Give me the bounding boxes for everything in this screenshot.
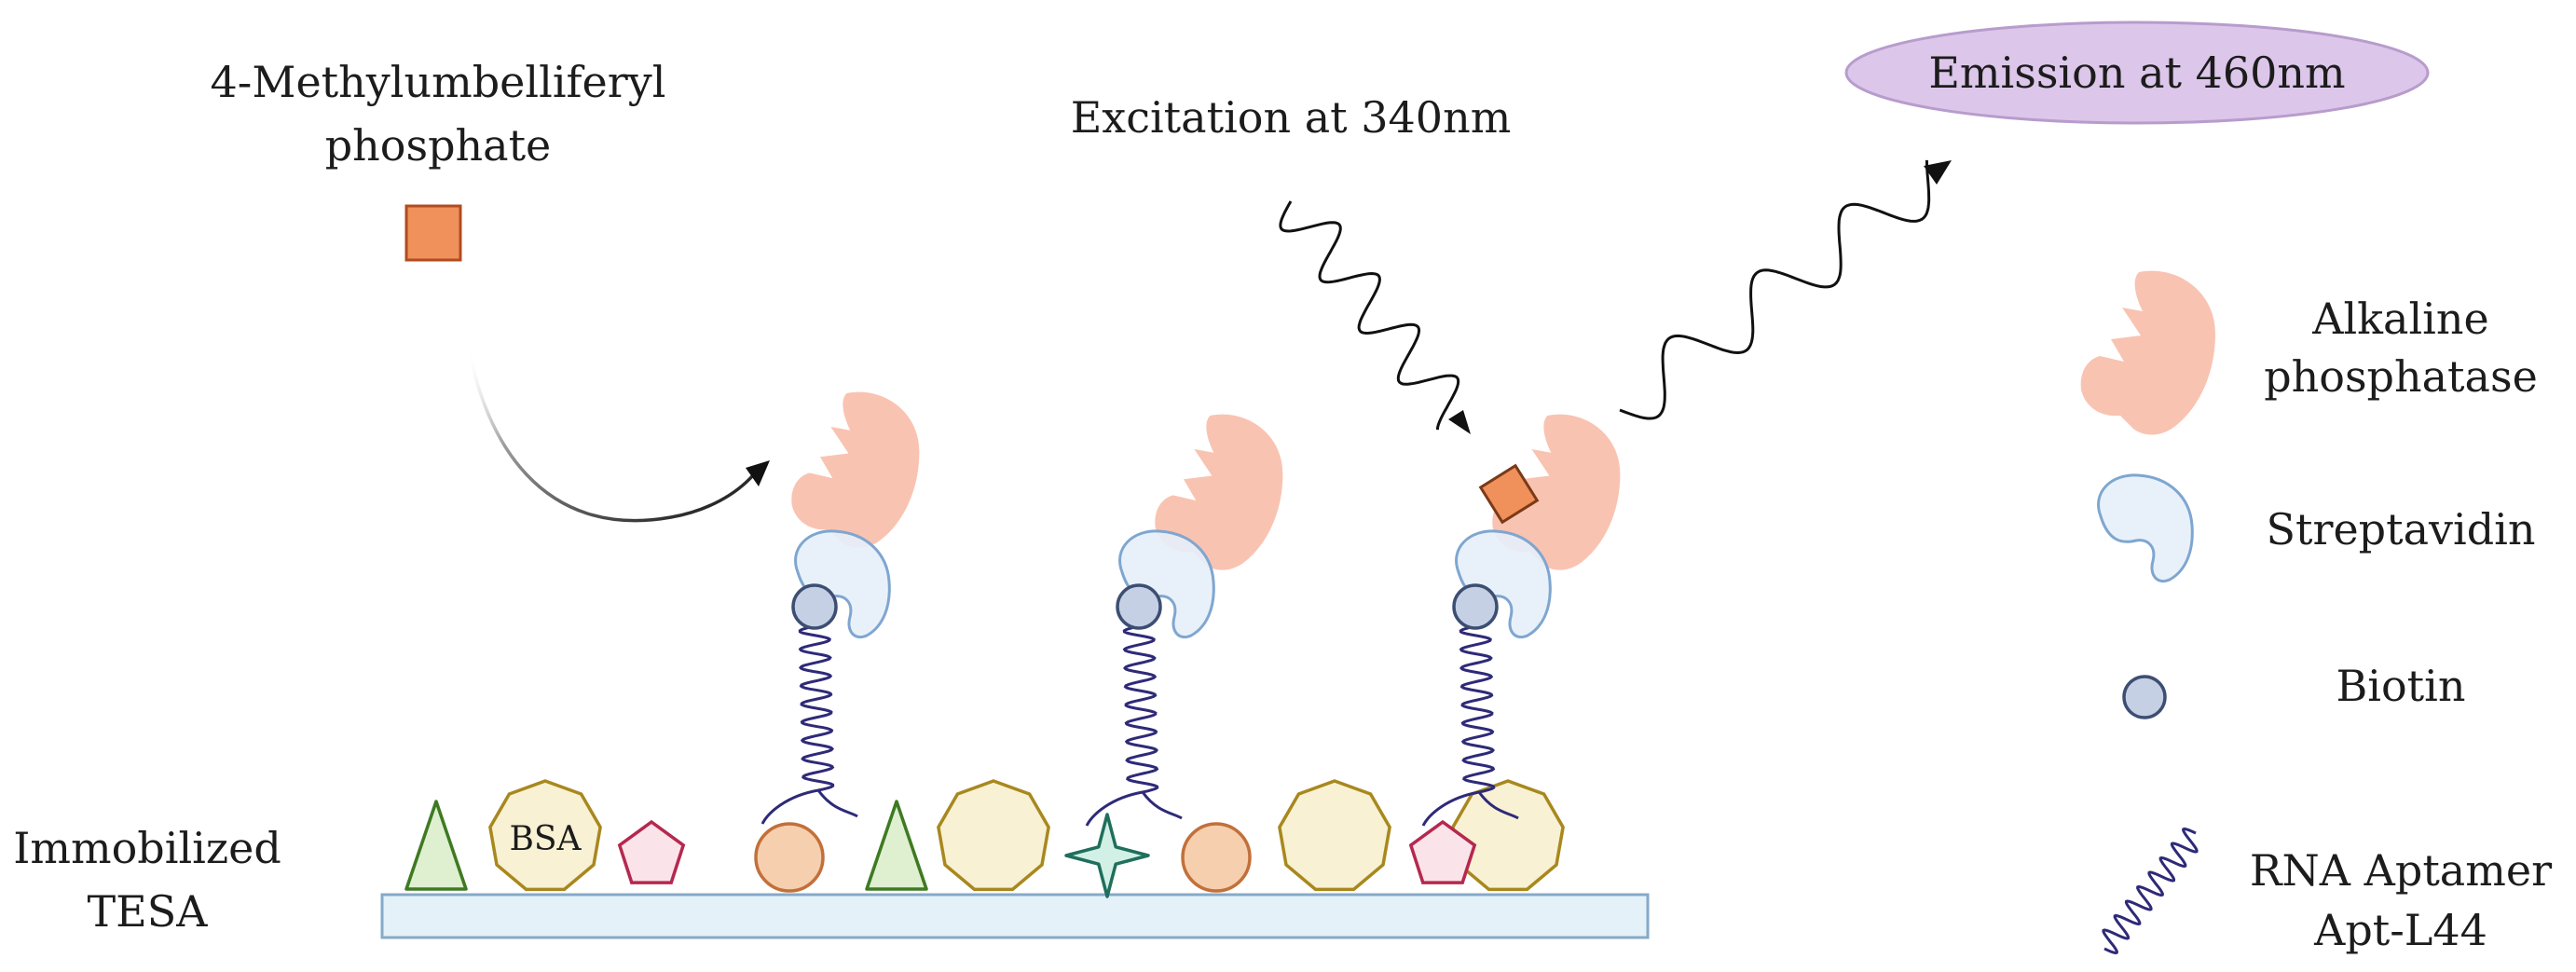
legend-aptamer-icon: [2102, 827, 2199, 955]
alkaline-phosphatase-icon: [1155, 414, 1283, 570]
aptamer-strand-icon: [1421, 624, 1519, 827]
legend-enzyme-icon: [2080, 270, 2215, 435]
legend-biotin-label: Biotin: [2336, 661, 2465, 711]
bsa-label: BSA: [509, 820, 582, 858]
excitation-arrowhead: [1448, 410, 1471, 434]
aptamer-strand-icon: [760, 624, 858, 825]
bound-substrate-icon: [1478, 463, 1540, 525]
legend-alkaline-line1: Alkaline: [2311, 294, 2489, 344]
octagon-molecule-icon: [937, 779, 1050, 892]
legend-strep-shape: [2097, 473, 2194, 582]
alkaline-phosphatase-icon: [1492, 414, 1621, 570]
aptamer-constructs: [760, 391, 1621, 827]
surface-molecules: BSA: [404, 779, 1565, 898]
circle-molecule-icon: [1181, 822, 1252, 893]
legend-alkaline-line2: phosphatase: [2264, 351, 2538, 402]
triangle-molecule-icon: [865, 800, 928, 891]
pentagon-molecule-icon: [1408, 819, 1477, 884]
emission-arrowhead: [1924, 160, 1952, 185]
substrate-arrowhead: [746, 460, 770, 486]
legend-enzyme-shape: [2080, 270, 2215, 435]
immobilized-label-line1: Immobilized: [13, 823, 281, 873]
immobilized-surface: [380, 893, 1650, 939]
octagon-molecule-icon: [488, 779, 602, 892]
legend-streptavidin-icon: [2097, 473, 2194, 582]
star-molecule-icon: [1064, 813, 1150, 898]
legend: Alkaline phosphatase Streptavidin Biotin…: [2080, 270, 2552, 955]
triangle-molecule-icon: [404, 800, 468, 891]
legend-aptamer-line2: Apt-L44: [2313, 905, 2487, 955]
substrate-icon: [404, 204, 462, 262]
octagon-molecule-icon: [1451, 779, 1565, 892]
aptamer-strand-icon: [1085, 624, 1183, 827]
emission-wave-arrow-icon: [1619, 159, 1931, 420]
immobilized-label-line2: TESA: [88, 886, 209, 937]
octagon-molecule-icon: [1278, 779, 1391, 892]
legend-aptamer-line1: RNA Aptamer: [2250, 845, 2552, 896]
alkaline-phosphatase-icon: [791, 391, 920, 548]
biotin-icon: [1116, 583, 1162, 630]
legend-streptavidin-label: Streptavidin: [2266, 504, 2535, 554]
pentagon-molecule-icon: [617, 819, 686, 884]
emission-ellipse: [1844, 21, 2430, 125]
substrate-label-line2: phosphate: [325, 120, 552, 171]
substrate-arrow: [467, 346, 755, 523]
excitation-label: Excitation at 340nm: [1071, 92, 1512, 143]
biotin-icon: [791, 583, 838, 630]
substrate-label-line1: 4-Methylumbelliferyl: [211, 57, 666, 107]
excitation-wave-arrow-icon: [1279, 200, 1460, 431]
circle-molecule-icon: [754, 822, 825, 893]
emission-label: Emission at 460nm: [1928, 48, 2345, 98]
biotin-icon: [1452, 583, 1499, 630]
legend-biotin-icon: [2122, 675, 2167, 719]
